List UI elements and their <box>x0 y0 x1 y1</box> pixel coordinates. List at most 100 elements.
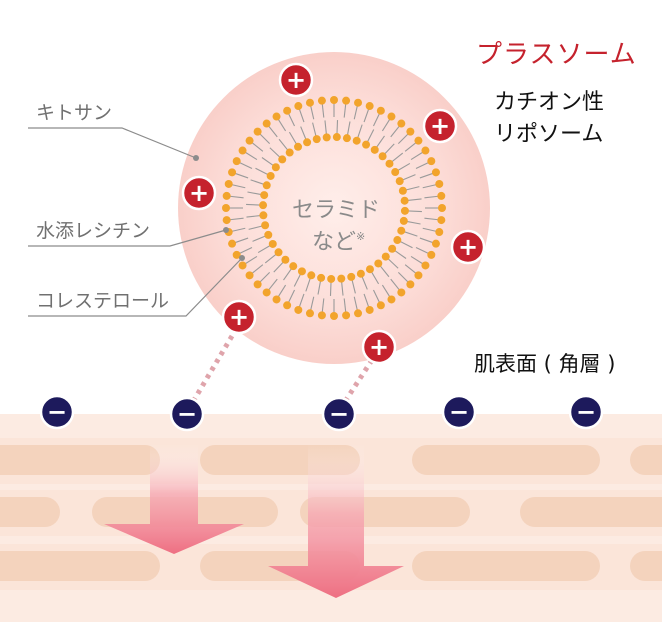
lipid-tail <box>390 125 400 138</box>
lipid-tail <box>407 210 422 213</box>
lipid-tail <box>317 280 322 295</box>
lipid-head <box>435 228 444 237</box>
lipid-tail <box>231 227 246 232</box>
skin-cell <box>0 497 60 527</box>
lipid-tail <box>353 296 358 311</box>
lipid-head <box>266 171 275 180</box>
core-content-line-2: など※ <box>312 224 365 256</box>
skin-cell <box>0 445 160 475</box>
lipid-head <box>264 230 273 239</box>
skin-cell <box>0 551 160 581</box>
negative-charge-5-sign: − <box>576 398 596 426</box>
negative-charge-1-badge <box>39 394 75 430</box>
lipid-head <box>365 305 374 314</box>
lipid-tail <box>402 174 416 181</box>
subtitle-line-1: カチオン性 <box>494 90 605 115</box>
lipid-head <box>406 127 415 136</box>
lipid-head <box>427 250 436 259</box>
lipid-tail <box>384 143 395 155</box>
lipid-tail <box>229 217 244 221</box>
negative-charge-2-badge <box>169 396 205 432</box>
lipid-head <box>224 179 233 188</box>
core-content-footnote-mark: ※ <box>356 230 366 243</box>
lipid-head <box>259 201 268 210</box>
lipid-head <box>397 119 406 128</box>
negative-charge-2-sign: − <box>177 400 197 428</box>
lipid-tail <box>343 298 347 313</box>
lipid-head <box>435 179 444 188</box>
lipid-tail <box>234 172 249 179</box>
attraction-lines <box>191 334 375 402</box>
lipid-tail <box>353 105 358 120</box>
lipid-tail <box>246 203 261 206</box>
lipid-head <box>222 216 231 225</box>
negative-charge-4: − <box>441 394 477 430</box>
lipid-head <box>245 271 254 280</box>
lipid-head <box>437 216 446 225</box>
lipid-head <box>297 267 306 276</box>
lipid-tail <box>261 157 274 166</box>
skin-cell <box>520 497 662 527</box>
negative-charge-3: − <box>321 396 357 432</box>
lipid-tail <box>324 120 327 135</box>
lipid-head <box>397 226 406 235</box>
lipid-head <box>281 255 290 264</box>
lipid-tail <box>244 151 258 161</box>
lipid-tail <box>372 113 381 127</box>
lipid-tail <box>357 124 363 139</box>
lipid-tail <box>399 240 413 249</box>
lipid-head <box>421 146 430 155</box>
lipid-tail <box>288 131 297 145</box>
lipid-tail <box>406 220 421 225</box>
lipid-tail <box>346 121 351 136</box>
positive-charge-5-sign: + <box>229 303 249 331</box>
lipid-tail <box>252 235 266 242</box>
skin-cell <box>412 551 600 581</box>
leader-line-cholesterol <box>28 257 243 317</box>
lipid-head <box>289 262 298 271</box>
lipid-tail <box>273 261 284 273</box>
lipid-head <box>398 186 407 195</box>
lipid-head <box>222 204 230 212</box>
lipid-tail <box>372 289 381 303</box>
lipid-tail <box>257 245 271 254</box>
lipid-tail <box>391 152 404 163</box>
lipid-head <box>362 140 371 149</box>
lipid-tail <box>341 281 344 296</box>
lipid-head <box>317 96 326 105</box>
lipid-tail <box>422 184 437 189</box>
lipid-head <box>330 312 338 320</box>
lipid-head <box>431 168 440 177</box>
lipid-tail <box>415 246 429 255</box>
skin-surface-label: 肌表面 ( 角層 ) <box>474 352 616 376</box>
lipid-tail <box>422 227 437 232</box>
leader-dot-cholesterol <box>239 255 245 261</box>
lipid-head <box>414 271 423 280</box>
positive-charge-3-sign: + <box>189 179 209 207</box>
lipid-tail <box>277 284 287 298</box>
penetration-arrow-left <box>104 444 244 554</box>
lipid-head <box>342 311 351 320</box>
lipid-head <box>274 248 283 257</box>
positive-charge-2: + <box>422 108 458 144</box>
lipid-head <box>228 239 237 248</box>
lipid-head <box>365 265 374 274</box>
lipid-tail <box>269 147 281 158</box>
lipid-head <box>232 250 241 259</box>
negative-charge-1: − <box>39 394 75 430</box>
lipid-tail <box>371 271 380 285</box>
lipid-tail <box>366 129 375 143</box>
lipid-tail <box>410 151 424 161</box>
lipid-head <box>400 196 409 205</box>
lipid-head <box>406 280 415 289</box>
product-title: プラスソーム <box>476 40 637 70</box>
lipid-head <box>352 136 361 145</box>
lipid-tail <box>259 271 271 283</box>
lipid-tail <box>419 172 434 179</box>
positive-charge-5-badge <box>221 299 257 335</box>
positive-charge-1: + <box>278 62 314 98</box>
lipid-head <box>278 155 287 164</box>
lipid-tail <box>419 237 434 244</box>
lipid-tail <box>397 133 409 145</box>
lipid-tail <box>310 296 315 311</box>
